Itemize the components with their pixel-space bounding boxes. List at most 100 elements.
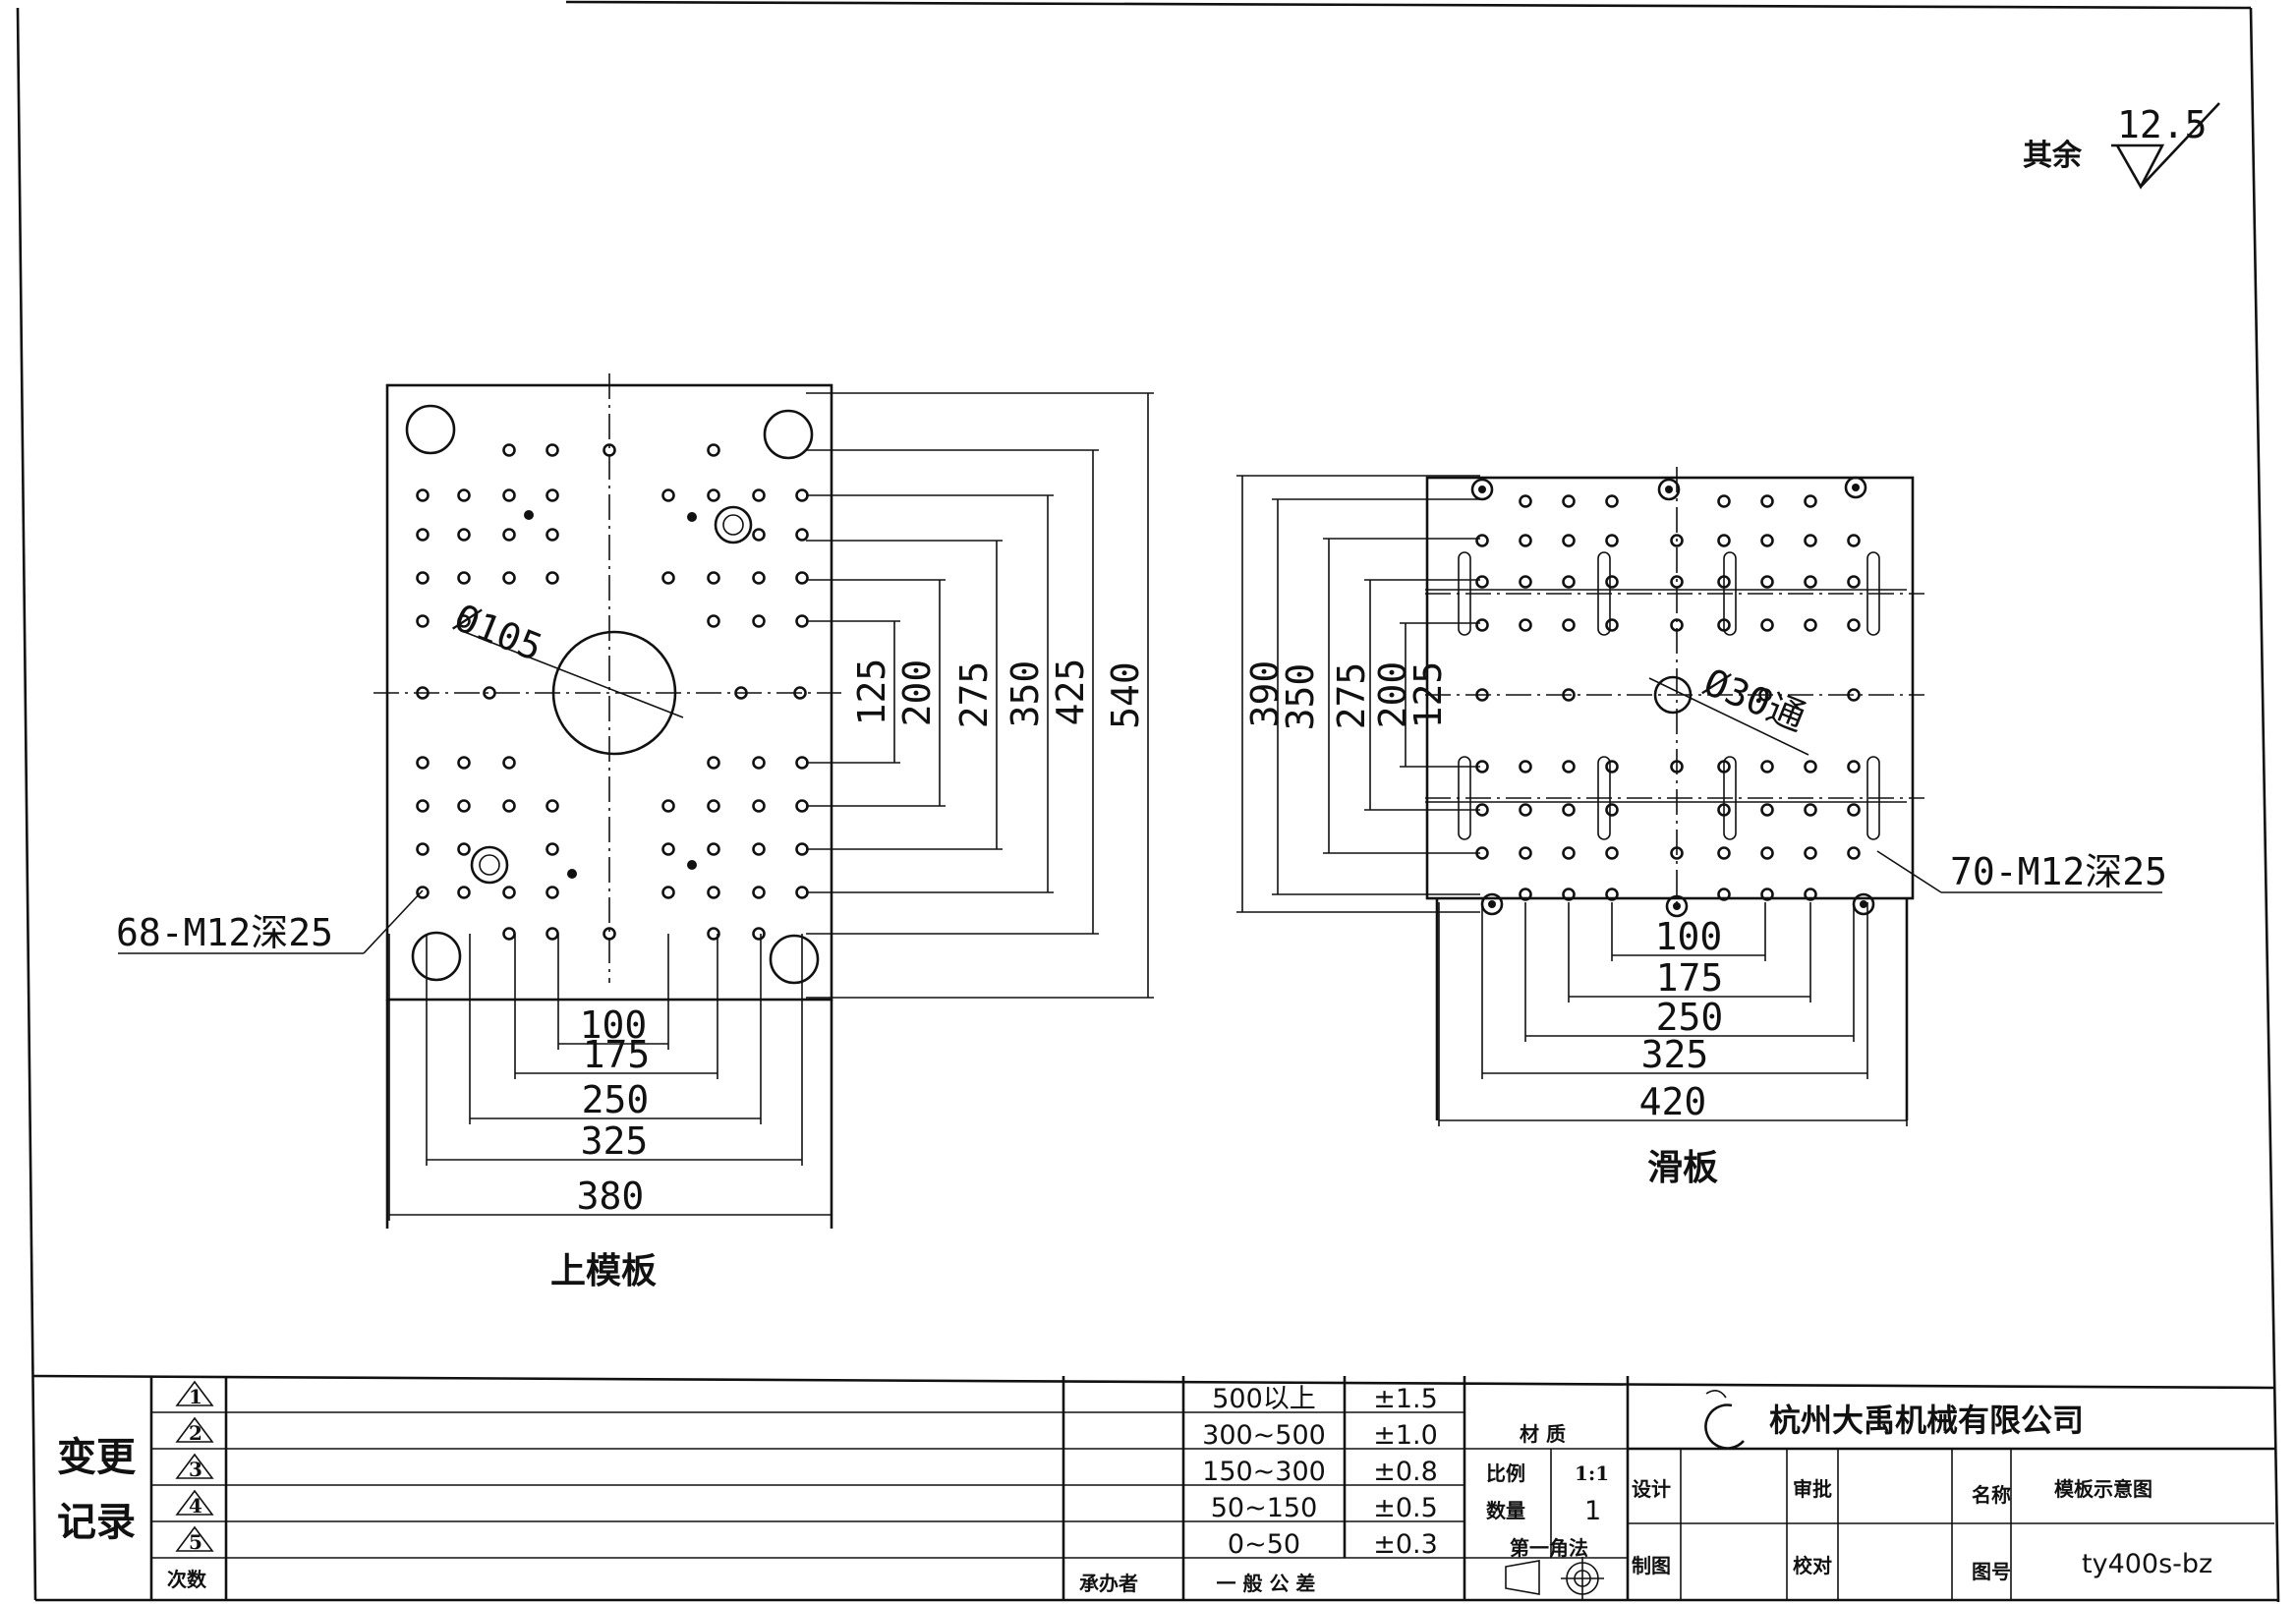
upper-center-bore <box>551 630 677 756</box>
revision-triangle <box>175 1525 214 1552</box>
revision-number: 3 <box>189 1458 202 1481</box>
slide-center-bore <box>1653 675 1693 715</box>
upper-hole <box>545 528 559 542</box>
slide-hole <box>1519 534 1532 547</box>
slide-hole <box>1760 846 1774 860</box>
surface-roughness-symbol: 其余 12.5 <box>2023 102 2220 190</box>
change-record-label-1: 变更 <box>57 1434 137 1480</box>
slide-hole <box>1475 618 1489 632</box>
slide-t-slot <box>1866 551 1880 636</box>
slide-hole <box>1519 575 1532 589</box>
drawing-number: ty400s-bz <box>2082 1549 2212 1579</box>
upper-hole <box>795 528 809 542</box>
upper-hole <box>502 443 516 457</box>
slide-hole <box>1804 575 1817 589</box>
revision-number: 1 <box>189 1385 202 1408</box>
slide-guide-hole-center <box>1852 484 1860 491</box>
dimension-text: 200 <box>1371 661 1414 729</box>
material-label: 材 质 <box>1520 1422 1566 1446</box>
slide-hole <box>1562 888 1576 901</box>
quantity-label: 数量 <box>1486 1499 1525 1522</box>
slide-hole <box>1562 534 1576 547</box>
approve-label: 审批 <box>1793 1477 1832 1501</box>
slide-hole <box>1804 846 1817 860</box>
tolerance-range: 150~300 <box>1202 1457 1326 1487</box>
upper-hole <box>795 842 809 856</box>
upper-hole <box>457 488 471 502</box>
upper-hole <box>416 571 430 585</box>
dimension-text: 380 <box>577 1174 645 1218</box>
slide-hole <box>1475 575 1489 589</box>
dimension-text: 250 <box>1656 996 1724 1039</box>
slide-t-slot <box>1866 756 1880 840</box>
upper-hole <box>545 927 559 941</box>
slide-hole <box>1605 846 1619 860</box>
upper-dowel-point <box>687 512 697 522</box>
slide-hole <box>1847 846 1861 860</box>
first-angle-projection-icon <box>1505 1557 1604 1600</box>
upper-hole <box>502 571 516 585</box>
slide-hole <box>1562 688 1576 702</box>
upper-dowel-point <box>567 869 577 879</box>
drawn-by-label: 制图 <box>1632 1554 1671 1577</box>
slide-plate-caption: 滑板 <box>1647 1147 1718 1188</box>
slide-hole <box>1760 494 1774 508</box>
revision-number: 4 <box>189 1494 202 1518</box>
dimension-text: 275 <box>952 661 996 729</box>
slide-hole <box>1519 494 1532 508</box>
upper-guide-hole <box>769 934 820 985</box>
slide-guide-hole-center <box>1488 900 1496 908</box>
upper-hole <box>502 488 516 502</box>
upper-hole <box>502 886 516 899</box>
upper-plate-caption: 上模板 <box>550 1250 657 1291</box>
slide-hole <box>1670 846 1684 860</box>
slide-hole <box>1847 803 1861 817</box>
upper-hole <box>795 756 809 770</box>
dimension-text: 100 <box>1655 915 1723 958</box>
slide-hole <box>1670 618 1684 632</box>
dimension-text: 175 <box>1656 956 1724 1000</box>
upper-guide-hole <box>405 404 456 455</box>
revision-number: 5 <box>189 1530 202 1554</box>
upper-hole <box>752 756 766 770</box>
slide-hole <box>1717 494 1731 508</box>
upper-hole <box>661 799 675 813</box>
slide-hole-callout: 70-M12深25 <box>1950 850 2167 893</box>
upper-hole <box>545 799 559 813</box>
tolerance-range: 50~150 <box>1211 1493 1318 1523</box>
upper-hole <box>416 614 430 628</box>
slide-guide-hole <box>1665 894 1689 918</box>
dimension-text: 100 <box>580 1003 648 1047</box>
dimension-text: 420 <box>1639 1080 1707 1123</box>
dimension-text: 275 <box>1330 662 1373 730</box>
upper-hole <box>502 528 516 542</box>
tolerance-table: 500以上±1.5300~500±1.0150~300±0.850~150±0.… <box>1202 1384 1438 1560</box>
slide-hole <box>1717 846 1731 860</box>
dimension-text: 250 <box>582 1078 650 1121</box>
upper-hole <box>416 528 430 542</box>
upper-dowel-point <box>524 510 534 520</box>
upper-hole <box>795 886 809 899</box>
slide-hole <box>1760 534 1774 547</box>
slide-hole <box>1717 534 1731 547</box>
slide-t-slot <box>1597 551 1611 636</box>
slide-hole <box>1562 618 1576 632</box>
upper-hole <box>752 842 766 856</box>
slide-hole <box>1758 688 1772 702</box>
upper-hole <box>502 927 516 941</box>
upper-hole <box>707 886 720 899</box>
slide-hole <box>1847 618 1861 632</box>
slide-hole <box>1804 534 1817 547</box>
upper-hole <box>707 756 720 770</box>
dimension-text: 325 <box>581 1119 649 1163</box>
general-tolerance-label: 一 般 公 差 <box>1217 1572 1316 1595</box>
upper-hole <box>603 443 616 457</box>
upper-hole <box>545 488 559 502</box>
slide-hole <box>1562 575 1576 589</box>
dimension-text: 125 <box>850 659 893 726</box>
change-record-label-2: 记录 <box>57 1499 136 1545</box>
slide-hole <box>1847 760 1861 773</box>
tolerance-range: 500以上 <box>1212 1384 1316 1414</box>
